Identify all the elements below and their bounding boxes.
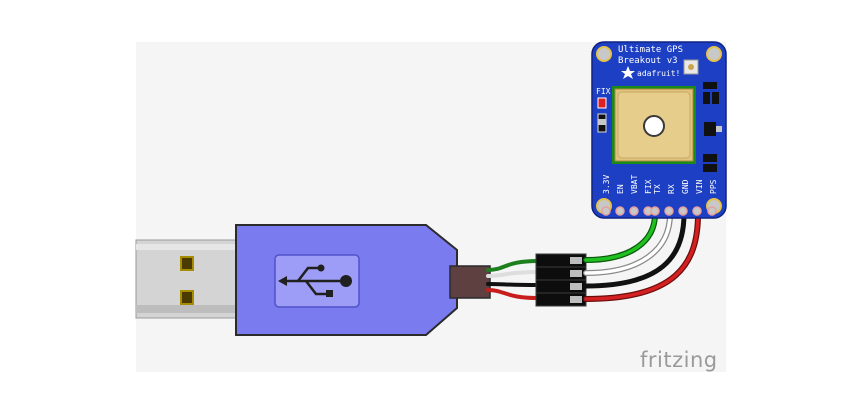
pin-label-rx: RX [667,184,676,194]
pin-label-fix: FIX [644,179,653,194]
wire-red [584,212,700,301]
usb-cable-body [235,224,458,336]
pin-label-en: EN [616,184,625,194]
wire-green [584,212,657,262]
gps-antenna-icon [643,115,665,137]
board-title-line1: Ultimate GPS [618,45,683,55]
wire-white-short [486,270,540,278]
wire-black-short [486,282,540,287]
pin-label-pps: PPS [709,179,718,194]
mount-hole-tl [596,46,612,62]
fix-led [597,97,607,109]
wire-black [583,211,687,289]
component-r1 [703,82,717,89]
usb-icon [278,264,352,297]
pin-label-gnd: GND [681,179,690,194]
jumper-header [535,253,587,307]
usb-contact-bottom [180,290,194,305]
voltage-regulator [704,122,716,136]
board-title-line2: Breakout v3 [618,56,678,66]
mount-hole-tr [706,46,722,62]
usb-cable-strain-relief [449,265,491,299]
gps-breakout-board: Ultimate GPS Breakout v3 adafruit! FIX [591,41,727,219]
pin-pads [601,206,717,216]
pin-label-tx: TX [653,184,662,194]
pin-label-vin: VIN [695,179,704,194]
fritzing-watermark: fritzing [640,348,718,372]
board-maker: adafruit! [637,69,680,78]
wire-white [584,212,672,275]
pin-label-3v3: 3.3V [602,175,611,194]
fix-label: FIX [596,87,611,96]
usb-plug [135,239,239,319]
cable-wires [486,259,540,300]
pin-labels: 3.3V EN VBAT FIX TX RX GND VIN PPS [602,175,718,194]
wire-green-short [486,259,540,272]
wire-red-short [486,288,540,300]
adafruit-star-icon [621,66,635,79]
usb-contact-top [180,256,194,271]
pin-label-vbat: VBAT [630,175,639,194]
board-wires [583,211,701,302]
